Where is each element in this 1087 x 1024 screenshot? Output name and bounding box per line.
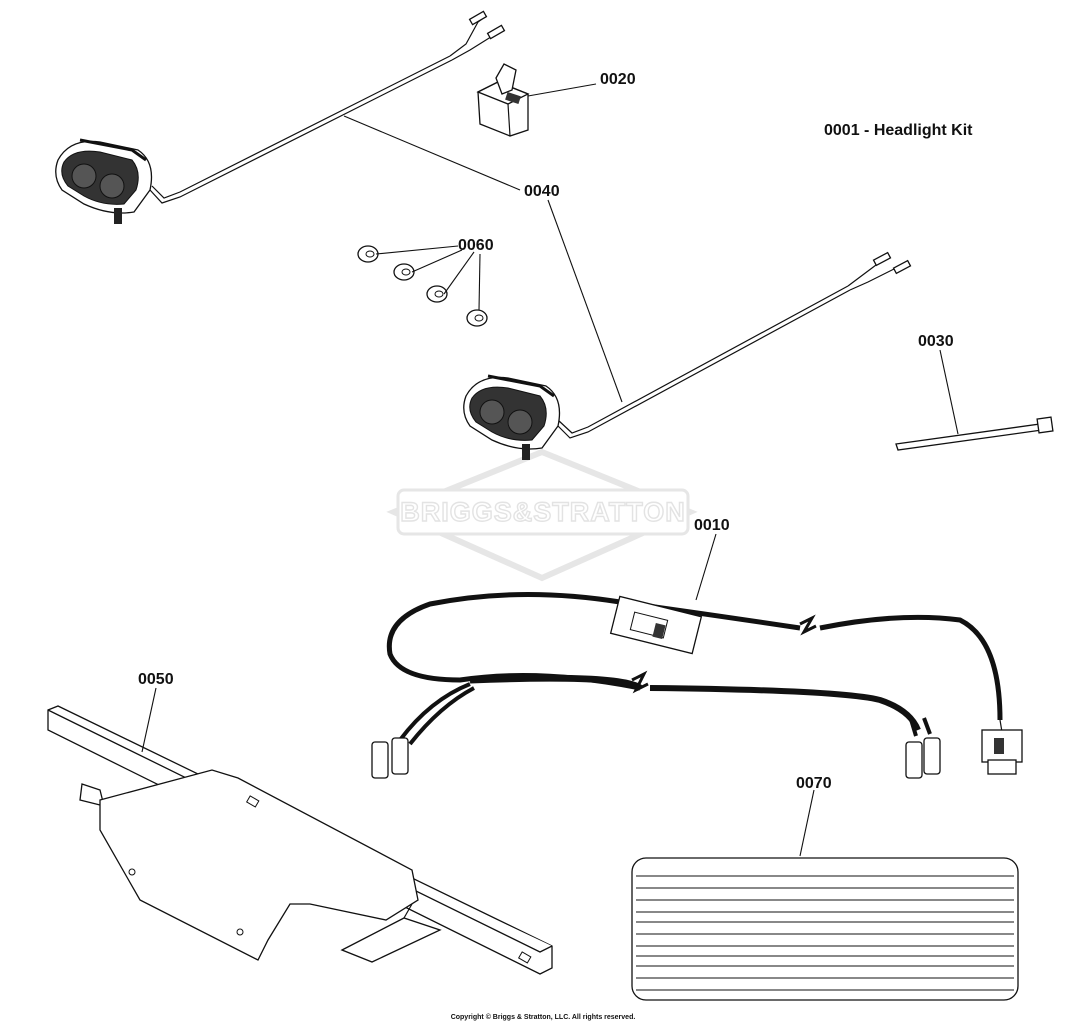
grommet-3: [426, 285, 448, 303]
headlight-center: [463, 251, 912, 460]
callout-0020: 0020: [600, 71, 636, 88]
kit-title: 0001 - Headlight Kit: [824, 122, 973, 139]
cable-tie: [895, 416, 1054, 451]
wire-harness: [371, 592, 1023, 779]
grommet-1: [357, 245, 379, 263]
callout-0030: 0030: [918, 333, 954, 350]
copyright-notice: Copyright © Briggs & Stratton, LLC. All …: [451, 1013, 636, 1021]
mounting-bracket: [47, 705, 553, 975]
grommet-4: [466, 309, 488, 327]
callout-0040: 0040: [524, 183, 560, 200]
callout-0060: 0060: [458, 237, 494, 254]
callout-0050: 0050: [138, 671, 174, 688]
watermark-text: BRIGGS&STRATTON: [400, 497, 686, 527]
instruction-decal: [631, 857, 1019, 1001]
callout-0070: 0070: [796, 775, 832, 792]
rocker-switch: [476, 63, 530, 137]
headlight-upper: [55, 10, 506, 224]
leader-lines: [141, 83, 959, 857]
watermark: BRIGGS&STRATTON: [386, 448, 698, 582]
grommet-2: [393, 263, 415, 281]
callout-0010: 0010: [694, 517, 730, 534]
